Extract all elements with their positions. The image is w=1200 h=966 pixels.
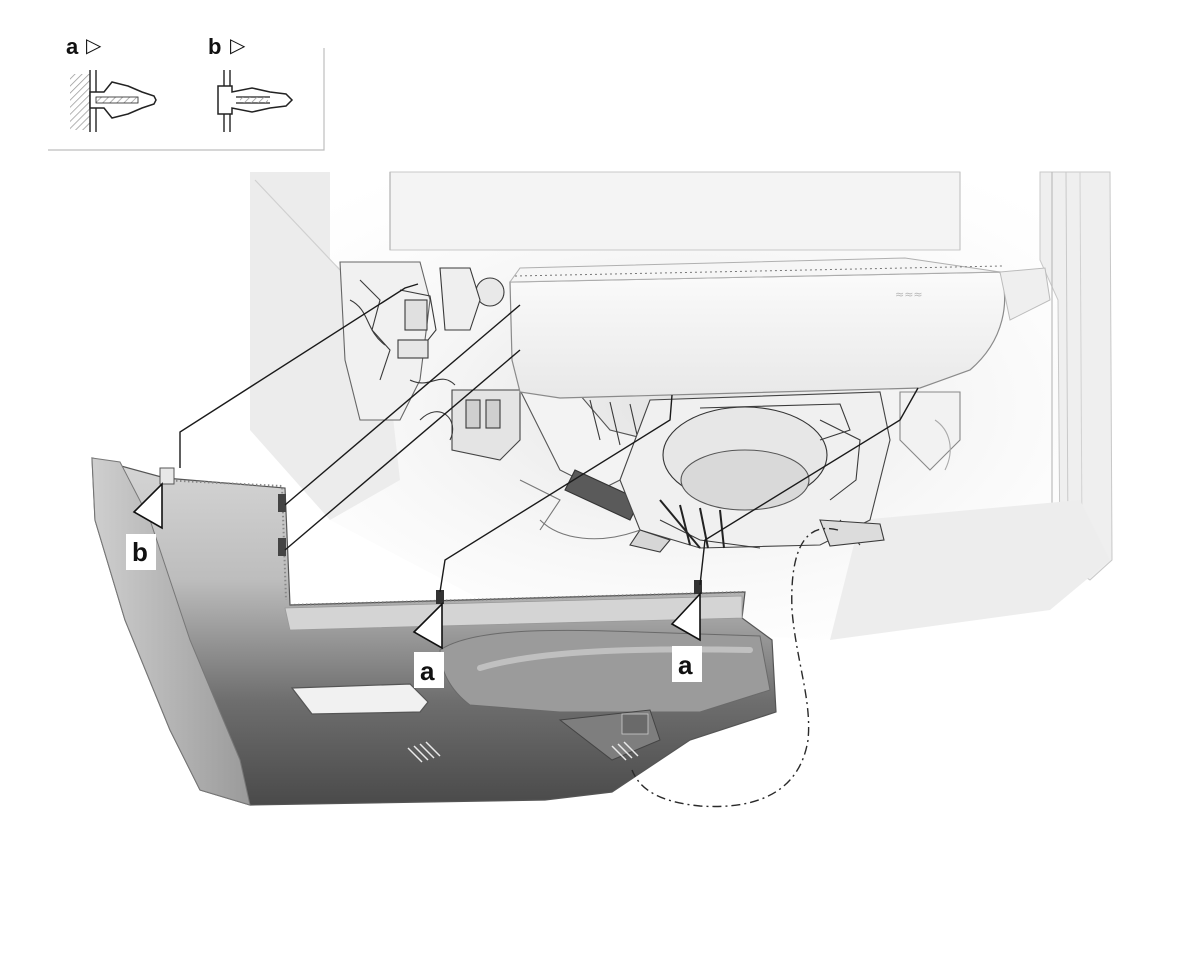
callout-a-left-label: a	[420, 656, 435, 686]
callout-a-right-label: a	[678, 650, 693, 680]
callout-a-right: a	[670, 591, 702, 682]
callout-b-label: b	[132, 537, 148, 567]
push-pin-clip-icon	[70, 70, 157, 132]
legend-arrow-a-icon: ▷	[86, 33, 102, 57]
legend-key-a: a	[66, 34, 79, 59]
legend-key-b: b	[208, 34, 221, 59]
mechanical-bay	[339, 261, 961, 553]
clip-legend: a ▷ b ▷	[48, 33, 325, 151]
legend-arrow-b-icon: ▷	[230, 33, 246, 57]
callout-a-right-triangle-icon	[670, 591, 701, 642]
upper-trim-cover: ≈≈≈	[509, 257, 1051, 399]
callout-a-left-triangle-icon	[412, 602, 443, 650]
spring-clip-icon	[217, 70, 294, 132]
connector-clips-icon	[407, 741, 639, 763]
part-marking-glyph: ≈≈≈	[895, 288, 923, 301]
callout-b-triangle-icon	[132, 482, 163, 530]
callout-a-left: a	[412, 602, 444, 688]
callout-b: b	[126, 482, 163, 570]
harness-route-dashed	[631, 527, 839, 808]
leader-lines	[179, 283, 919, 593]
